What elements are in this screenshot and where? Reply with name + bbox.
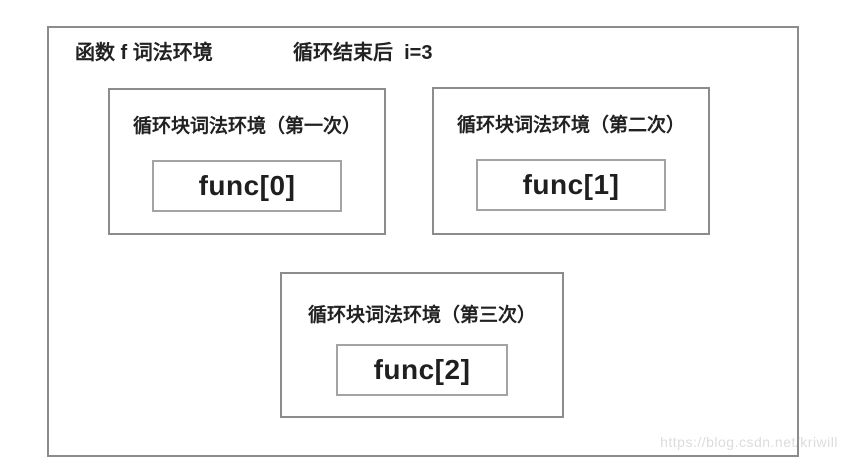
- loop-env-label-3: 循环块词法环境（第三次）: [307, 305, 536, 326]
- watermark-url: https://blog.csdn.net/kriwill: [660, 434, 838, 450]
- func-value-box-1: func[0]: [152, 160, 342, 212]
- loop-env-box-1: 循环块词法环境（第一次） func[0]: [108, 88, 386, 235]
- function-f-env-box: 函数 f 词法环境 循环结束后 i=3 循环块词法环境（第一次） func[0]…: [47, 26, 799, 457]
- func-value-3: func[2]: [373, 354, 471, 385]
- loop-env-label-2: 循环块词法环境（第二次）: [456, 115, 685, 136]
- func-value-box-3: func[2]: [336, 344, 508, 396]
- func-value-1: func[0]: [198, 170, 296, 201]
- loop-result-text: 循环结束后 i=3: [293, 42, 433, 64]
- function-env-title: 函数 f 词法环境: [75, 42, 213, 64]
- func-value-box-2: func[1]: [476, 159, 666, 211]
- loop-env-label-1: 循环块词法环境（第一次）: [132, 116, 361, 137]
- loop-env-box-3: 循环块词法环境（第三次） func[2]: [280, 272, 564, 418]
- func-value-2: func[1]: [522, 169, 620, 200]
- loop-env-box-2: 循环块词法环境（第二次） func[1]: [432, 87, 710, 235]
